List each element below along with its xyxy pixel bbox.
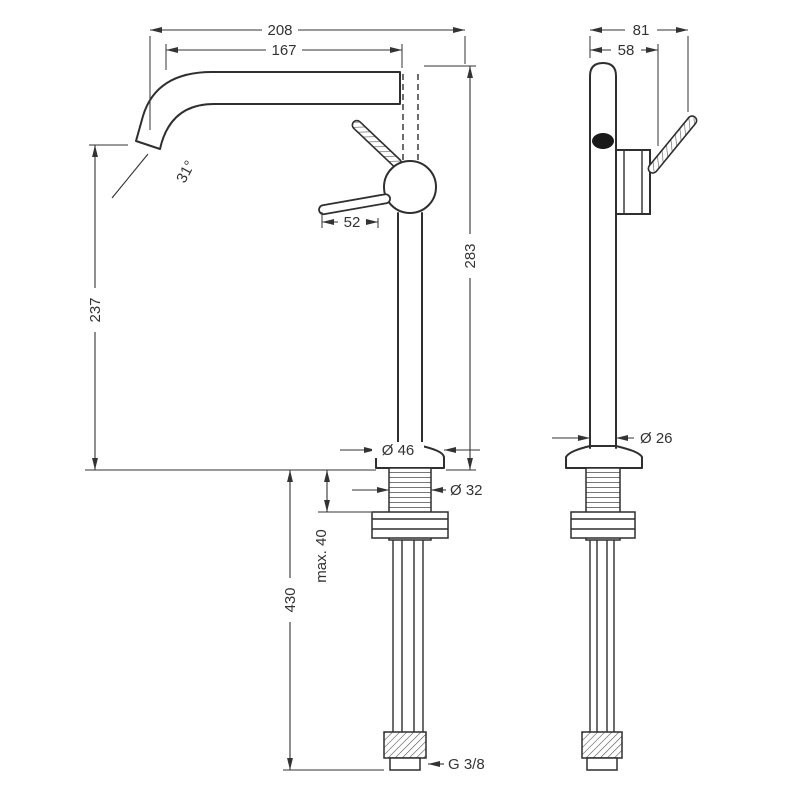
dim-shank-diameter: Ø 32	[450, 482, 483, 499]
svg-text:283: 283	[462, 243, 479, 268]
hidden-pipe-front	[402, 74, 419, 160]
dim-total-depth: 81	[625, 22, 657, 39]
dim-height-outlet: 237	[87, 288, 104, 332]
svg-text:430: 430	[282, 587, 299, 612]
mounting-shank-side	[570, 467, 636, 541]
dim-body-depth: 58	[611, 42, 641, 59]
svg-text:max. 40: max. 40	[313, 529, 330, 582]
svg-text:237: 237	[87, 297, 104, 322]
faucet-column-side	[589, 62, 617, 449]
svg-text:58: 58	[618, 42, 635, 59]
faucet-base-side	[565, 445, 643, 469]
mounting-shank-front	[371, 467, 449, 541]
dimension-annotations: 208 167 31° 52 237 283 Ø 46 Ø 32	[85, 22, 689, 773]
handle-body-side	[615, 149, 651, 215]
dim-connection-thread: G 3/8	[448, 756, 485, 773]
svg-text:208: 208	[267, 22, 292, 39]
spout-outlet-dark	[592, 133, 614, 149]
svg-text:Ø 46: Ø 46	[382, 442, 415, 459]
side-view	[565, 62, 698, 771]
dim-base-diameter: Ø 46	[372, 442, 424, 459]
dim-spout-angle: 31°	[173, 158, 199, 186]
svg-text:52: 52	[344, 214, 361, 231]
faucet-column-front	[397, 212, 423, 449]
dim-hose-length: 430	[282, 578, 299, 622]
joint-ball	[383, 160, 437, 214]
svg-text:Ø 32: Ø 32	[450, 482, 483, 499]
dim-max-mounting-thickness: max. 40	[313, 522, 330, 590]
handle-alt-position	[351, 119, 403, 169]
svg-text:31°: 31°	[173, 158, 199, 186]
front-view	[135, 71, 449, 771]
dim-column-diameter: Ø 26	[640, 430, 673, 447]
svg-text:Ø 26: Ø 26	[640, 430, 673, 447]
handle-lever-front	[318, 193, 391, 216]
handle-lever-side	[647, 115, 698, 174]
dim-spout-reach: 167	[266, 42, 302, 59]
svg-text:G 3/8: G 3/8	[448, 756, 485, 773]
dim-total-reach: 208	[262, 22, 298, 39]
supply-hoses-front	[383, 540, 427, 771]
supply-hoses-side	[581, 540, 623, 771]
spout-front	[135, 71, 401, 150]
svg-text:167: 167	[271, 42, 296, 59]
dim-handle-length: 52	[338, 214, 366, 231]
dim-height-total: 283	[462, 234, 479, 278]
svg-text:81: 81	[633, 22, 650, 39]
